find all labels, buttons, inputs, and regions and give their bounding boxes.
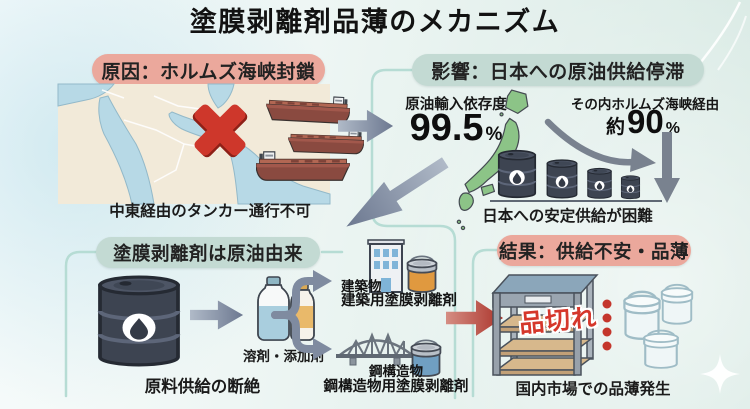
right-arrow-icon xyxy=(338,107,394,145)
oil-drum-icon xyxy=(94,270,184,370)
blocked-x-icon xyxy=(192,104,248,158)
ghost-paint-cans-icon xyxy=(623,283,694,369)
red-dots-icon xyxy=(602,299,612,351)
cause-badge: 原因：ホルムズ海峡封鎖 xyxy=(92,54,325,86)
origin-badge: 塗膜剥離剤は原油由来 xyxy=(96,237,320,268)
page-title: 塗膜剥離剤品薄のメカニズム xyxy=(189,7,561,37)
hormuz-label: その内ホルムズ海峡経由 xyxy=(570,97,720,112)
bottles-label: 溶剤・添加剤 xyxy=(243,349,324,364)
fork-arrows-icon xyxy=(271,270,332,360)
drums-baseline xyxy=(490,200,662,202)
impact-badge: 影響：日本への原油供給停滞 xyxy=(412,54,704,86)
dependency-value: 99.5% xyxy=(409,107,503,149)
impact-badge-label: 影響：日本への原油供給停滞 xyxy=(431,61,685,83)
result-badge-label: 結果：供給不安・品薄 xyxy=(498,240,689,262)
japan-map xyxy=(456,89,529,231)
steel-label: 鋼構造物 xyxy=(369,364,423,379)
origin-badge-label: 塗膜剥離剤は原油由来 xyxy=(112,242,303,264)
soldout-label: 品切れ xyxy=(518,303,599,339)
decline-curve-arrow-icon xyxy=(544,118,656,172)
dependency-label: 原油輸入依存度 xyxy=(405,97,507,113)
right-arrow-icon xyxy=(190,298,244,332)
down-arrow-icon xyxy=(654,132,680,203)
building-icon xyxy=(367,239,405,293)
empty-shelf-icon xyxy=(491,274,599,376)
result-badge: 結果：供給不安・品薄 xyxy=(497,235,691,266)
steel-product-label: 鋼構造物用塗膜剥離剤 xyxy=(323,379,469,395)
bridge-icon xyxy=(336,332,416,366)
building-product-label: 建築用塗膜剥離剤 xyxy=(341,293,457,309)
cause-caption: 中東経由のタンカー通行不可 xyxy=(109,203,311,220)
sparkle-icon xyxy=(700,354,740,394)
oil-drum-icon xyxy=(496,147,538,200)
cause-badge-label: 原因：ホルムズ海峡封鎖 xyxy=(101,61,316,83)
middle-east-map xyxy=(57,83,331,205)
tanker-icon xyxy=(256,150,350,183)
result-caption: 国内市場での品薄発生 xyxy=(515,381,671,398)
impact-caption: 日本への安定供給が困難 xyxy=(482,208,653,225)
origin-caption: 原料供給の断絶 xyxy=(144,378,261,396)
building-label: 建築物 xyxy=(341,279,382,294)
